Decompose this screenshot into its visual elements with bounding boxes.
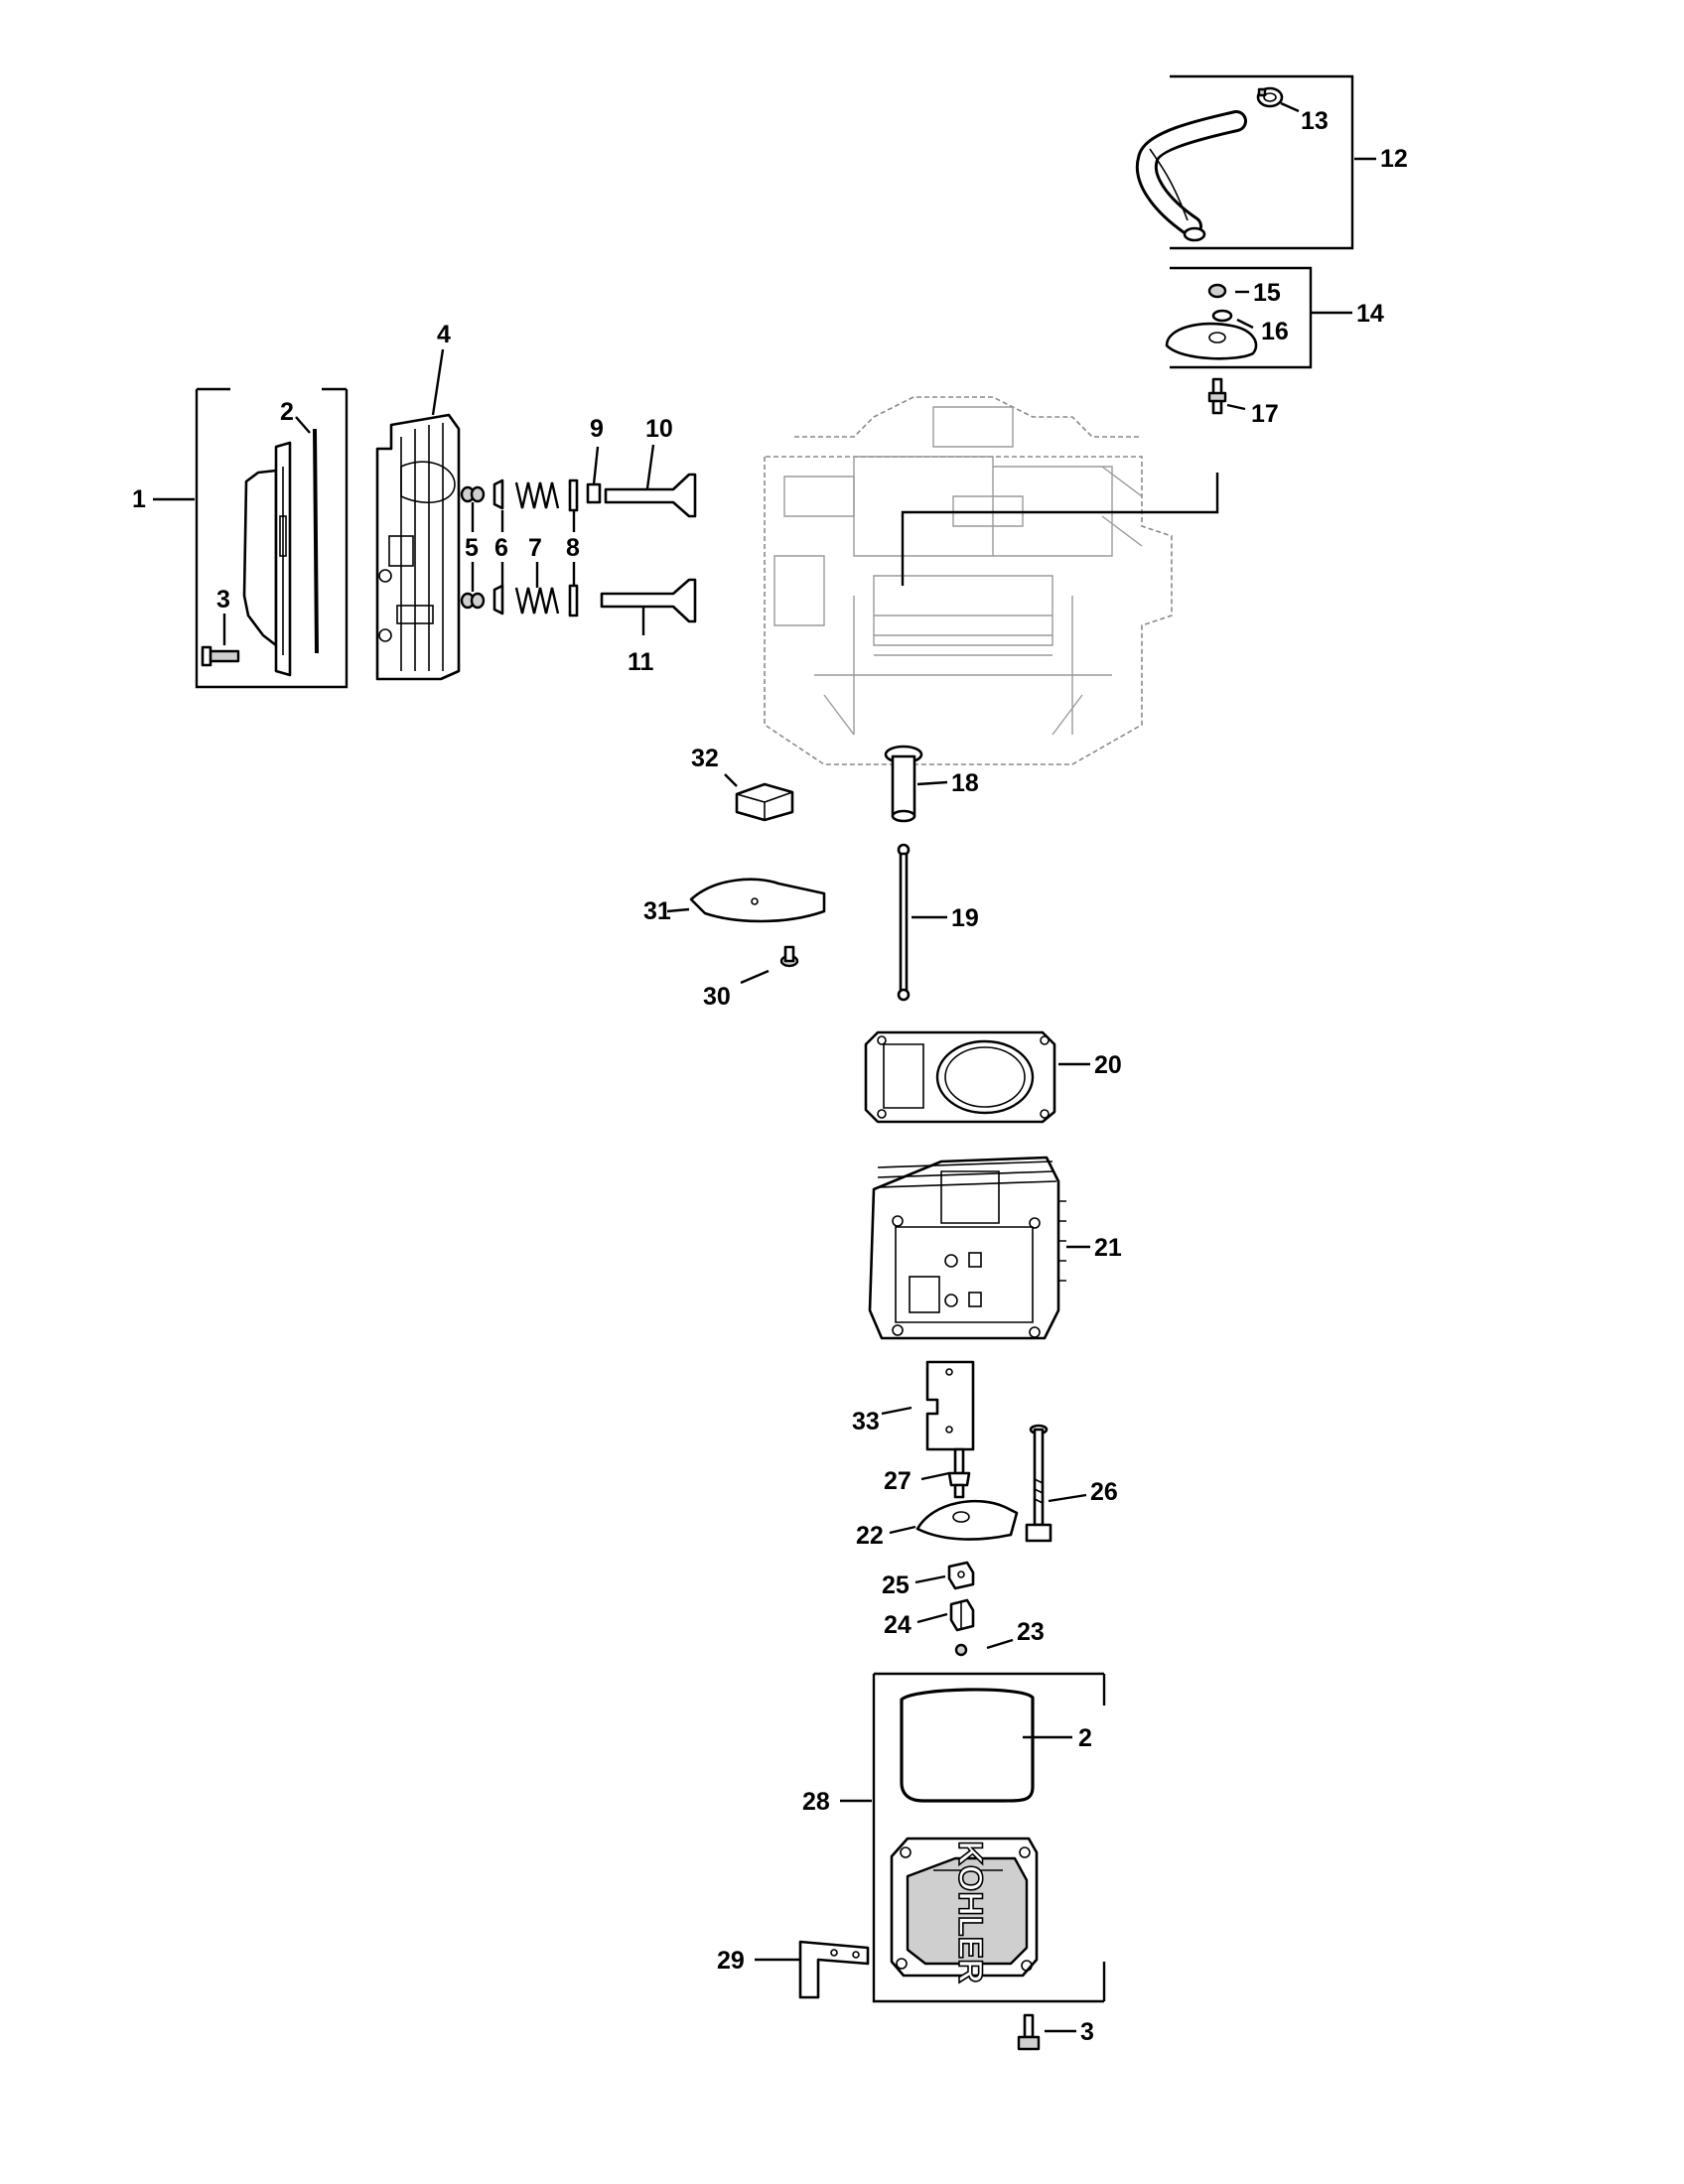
group-box-28	[872, 1672, 1106, 2003]
screw-30	[779, 945, 799, 968]
callout-6: 6	[494, 534, 508, 562]
callout-28: 28	[802, 1788, 830, 1816]
callout-4: 4	[437, 321, 451, 348]
engine-ghost-outline	[764, 396, 1173, 765]
group-box-12	[1170, 74, 1354, 250]
valve-spring-7-upper	[514, 481, 560, 509]
callout-10: 10	[645, 415, 673, 443]
spring-retainer-6-upper	[492, 478, 504, 510]
valve-cover-side-view	[242, 441, 292, 677]
callout-19: 19	[951, 904, 979, 932]
callout-29: 29	[717, 1947, 745, 1975]
cover-screw-3a	[201, 645, 240, 667]
leader-17-to-engine	[901, 473, 1219, 586]
head-bolt-26	[1025, 1424, 1052, 1543]
valve-keeper-5-lower	[460, 592, 486, 610]
cover-screw-3b	[1017, 2013, 1041, 2051]
callout-14: 14	[1356, 300, 1384, 328]
callout-21: 21	[1094, 1234, 1122, 1262]
callout-31: 31	[643, 897, 671, 925]
bracket-29	[798, 1940, 870, 1999]
nut-15	[1207, 283, 1227, 299]
callout-27: 27	[884, 1467, 912, 1495]
head-gasket-20	[864, 1030, 1056, 1124]
callout-13: 13	[1301, 107, 1329, 135]
group-box-14	[1170, 266, 1313, 369]
group-box-1	[195, 387, 349, 689]
rocker-pivot-25	[947, 1561, 975, 1590]
stud-17	[1207, 377, 1227, 415]
valve-spring-7-lower	[514, 587, 560, 614]
breather-cover-14	[1165, 322, 1258, 360]
intake-valve-11	[600, 578, 697, 623]
block-32	[735, 782, 794, 822]
callout-3b: 3	[1080, 2018, 1094, 2046]
callout-1: 1	[132, 485, 146, 513]
cylinder-head-21	[868, 1156, 1066, 1340]
callout-25: 25	[882, 1571, 910, 1599]
washer-16	[1211, 309, 1233, 323]
callout-33: 33	[852, 1408, 880, 1435]
callout-labels: 1 2 3 4 5 6 7 8 9 10 11 12 13 14 15 16 1…	[132, 107, 1408, 2046]
valve-cover-gasket-2b	[900, 1688, 1035, 1803]
valve-cover-gasket-2	[313, 428, 319, 654]
valve-tappet-18	[884, 745, 923, 823]
callout-9: 9	[590, 415, 604, 443]
valve-seal-8-lower	[568, 584, 579, 617]
callout-12: 12	[1380, 145, 1408, 173]
callout-8: 8	[566, 534, 580, 562]
callout-3a: 3	[216, 586, 230, 614]
callout-24: 24	[884, 1611, 912, 1639]
callout-5: 5	[465, 534, 479, 562]
kohler-logo: KOHLER	[951, 1841, 989, 1983]
callout-30: 30	[703, 983, 731, 1011]
valve-seal-8-upper	[568, 478, 579, 512]
callout-32: 32	[691, 745, 719, 772]
push-rod-19	[897, 843, 911, 1002]
callout-17: 17	[1251, 400, 1279, 428]
callout-16: 16	[1261, 318, 1289, 345]
set-screw-23	[954, 1643, 968, 1657]
spring-retainer-6-lower	[492, 584, 504, 615]
guide-plate-33	[925, 1360, 975, 1451]
callout-20: 20	[1094, 1051, 1122, 1079]
hose-clamp-13	[1256, 86, 1284, 108]
callout-2a: 2	[280, 398, 294, 426]
pivot-stud-27	[947, 1447, 971, 1499]
callout-22: 22	[856, 1522, 884, 1550]
callout-18: 18	[951, 769, 979, 797]
plate-31	[689, 878, 826, 923]
leader-lines	[153, 101, 1376, 2033]
callout-15: 15	[1253, 279, 1281, 307]
valve-keeper-5-upper	[460, 485, 486, 503]
valve-cap-9	[586, 482, 602, 504]
cylinder-head-side-view-4	[375, 413, 461, 681]
callout-23: 23	[1017, 1618, 1045, 1646]
valve-cover-28: KOHLER	[890, 1837, 1039, 1984]
callout-7: 7	[528, 534, 542, 562]
rocker-arm-22	[915, 1499, 1019, 1541]
breather-hose	[1135, 110, 1247, 242]
callout-26: 26	[1090, 1478, 1118, 1506]
callout-11: 11	[628, 648, 654, 676]
exhaust-valve-10	[604, 473, 697, 518]
callout-2b: 2	[1078, 1724, 1092, 1752]
adjuster-nut-24	[949, 1598, 975, 1632]
